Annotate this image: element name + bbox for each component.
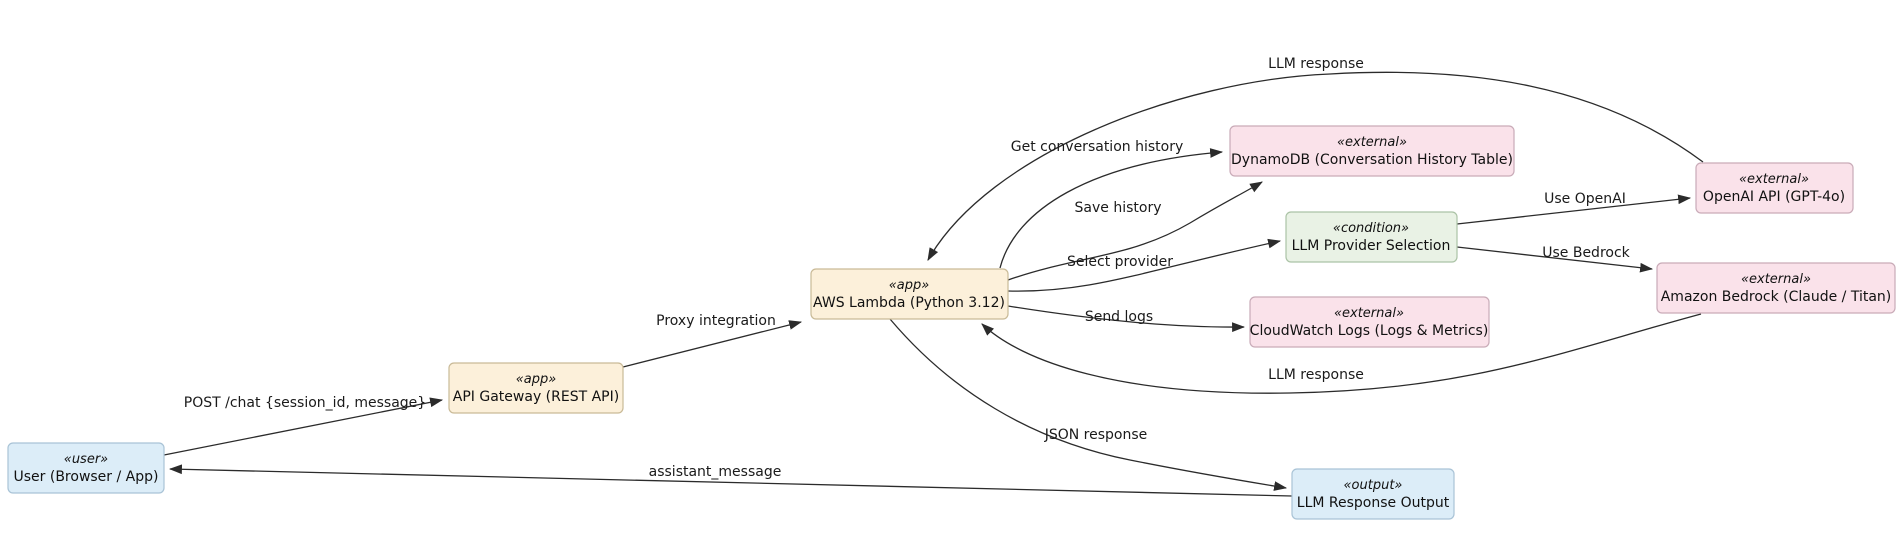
edge-labels: POST /chat {session_id, message} Proxy i…: [184, 56, 1631, 480]
node-user-label: User (Browser / App): [14, 469, 159, 485]
node-openai-label: OpenAI API (GPT-4o): [1703, 189, 1845, 205]
edge-lambda-to-cloudwatch: [1007, 305, 1246, 333]
edge-provider-selection-to-openai: [1456, 194, 1692, 225]
node-dynamodb: «external» DynamoDB (Conversation Histor…: [1229, 125, 1515, 177]
node-api-gateway: «app» API Gateway (REST API): [448, 362, 624, 414]
edge-bedrock-to-lambda: [981, 313, 1702, 394]
node-bedrock: «external» Amazon Bedrock (Claude / Tita…: [1656, 262, 1896, 314]
node-output-label: LLM Response Output: [1297, 495, 1450, 511]
node-openai: «external» OpenAI API (GPT-4o): [1695, 162, 1854, 214]
edge-label-use-openai: Use OpenAI: [1544, 191, 1626, 207]
node-lambda-stereotype: «app»: [889, 278, 930, 293]
edge-label-send-logs: Send logs: [1085, 309, 1153, 325]
node-bedrock-label: Amazon Bedrock (Claude / Titan): [1661, 289, 1892, 305]
node-output-stereotype: «output»: [1344, 478, 1403, 493]
node-openai-box: [1695, 162, 1854, 214]
node-lambda-box: [810, 268, 1009, 320]
node-provider-selection: «condition» LLM Provider Selection: [1285, 211, 1458, 263]
node-api-gateway-stereotype: «app»: [516, 372, 557, 387]
edge-lambda-to-dynamodb-get: [999, 148, 1224, 269]
node-cloudwatch-stereotype: «external»: [1334, 306, 1404, 321]
edge-provider-selection-to-bedrock: [1456, 246, 1654, 273]
edge-label-llm-response-bottom: LLM response: [1268, 367, 1364, 383]
node-cloudwatch-label: CloudWatch Logs (Logs & Metrics): [1250, 323, 1489, 339]
node-openai-stereotype: «external»: [1739, 172, 1809, 187]
node-lambda-label: AWS Lambda (Python 3.12): [813, 295, 1005, 311]
node-dynamodb-label: DynamoDB (Conversation History Table): [1231, 152, 1513, 168]
edge-output-to-user: [168, 464, 1293, 497]
edge-lambda-to-output: [889, 318, 1288, 491]
node-provider-selection-box: [1285, 211, 1458, 263]
node-api-gateway-label: API Gateway (REST API): [453, 389, 619, 405]
edge-label-json-response: JSON response: [1044, 427, 1148, 443]
edge-lambda-to-dynamodb-save: [1007, 181, 1263, 281]
node-user-box: [7, 442, 165, 494]
node-provider-selection-label: LLM Provider Selection: [1292, 238, 1451, 254]
node-provider-selection-stereotype: «condition»: [1333, 221, 1409, 236]
edge-label-llm-response-top: LLM response: [1268, 56, 1364, 72]
edge-label-select-provider: Select provider: [1067, 254, 1173, 270]
edges: [163, 71, 1704, 497]
edge-lambda-to-provider-selection: [1007, 238, 1282, 292]
edge-label-save-history: Save history: [1075, 200, 1162, 216]
node-output-box: [1291, 468, 1455, 520]
edge-user-to-api-gateway: [163, 397, 444, 456]
edge-label-proxy-integration: Proxy integration: [656, 313, 776, 329]
edge-openai-to-lambda: [927, 71, 1704, 261]
node-cloudwatch-box: [1249, 296, 1490, 348]
node-api-gateway-box: [448, 362, 624, 414]
edge-label-assistant-message: assistant_message: [649, 464, 782, 480]
node-dynamodb-box: [1229, 125, 1515, 177]
node-user: «user» User (Browser / App): [7, 442, 165, 494]
node-bedrock-stereotype: «external»: [1741, 272, 1811, 287]
node-lambda: «app» AWS Lambda (Python 3.12): [810, 268, 1009, 320]
edge-label-use-bedrock: Use Bedrock: [1542, 245, 1630, 261]
node-bedrock-box: [1656, 262, 1896, 314]
edge-label-get-history: Get conversation history: [1011, 139, 1183, 155]
node-cloudwatch: «external» CloudWatch Logs (Logs & Metri…: [1249, 296, 1490, 348]
edge-api-gateway-to-lambda: [622, 320, 803, 368]
node-output: «output» LLM Response Output: [1291, 468, 1455, 520]
node-dynamodb-stereotype: «external»: [1337, 135, 1407, 150]
edge-label-post-chat: POST /chat {session_id, message}: [184, 395, 426, 411]
node-user-stereotype: «user»: [64, 452, 108, 467]
